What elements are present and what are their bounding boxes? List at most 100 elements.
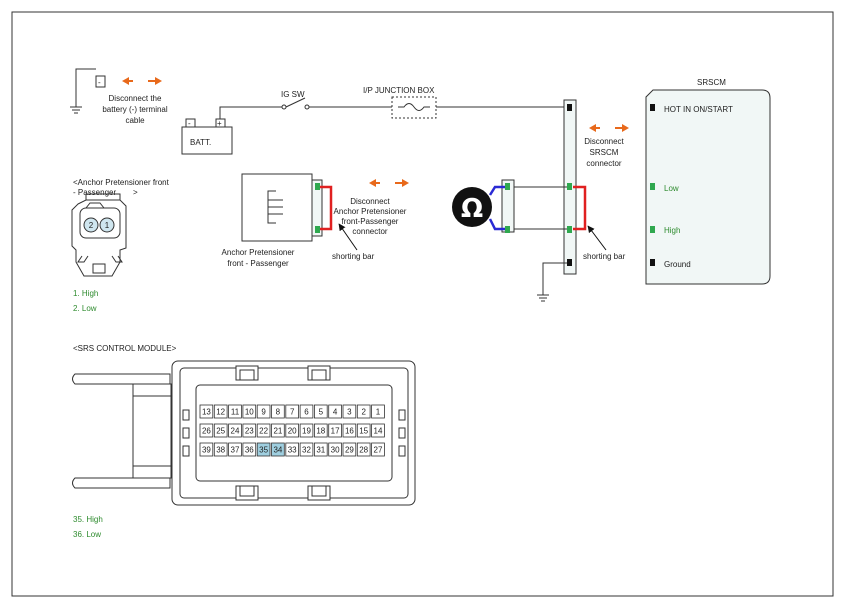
disconnect-battery-arrow <box>122 77 162 85</box>
anchor-connector-title-line3: > <box>133 188 138 197</box>
srs-pin-cell <box>285 442 299 457</box>
srs-pin-cell <box>328 404 342 419</box>
srs-pin-label: 30 <box>331 446 340 455</box>
srs-pin-label: 1 <box>376 408 381 417</box>
srscm-shorting-bar-pointer <box>587 225 607 251</box>
srs-pin-cell <box>213 423 228 438</box>
srs-pin-cell <box>228 442 242 457</box>
srs-pin-label: 21 <box>273 427 282 436</box>
srs-pin-cell <box>371 442 385 457</box>
srs-pin-label: 14 <box>374 427 383 436</box>
disconnect-anchor-arrow <box>369 179 409 187</box>
srs-pin-cell <box>213 404 228 419</box>
srs-pin-label: 8 <box>276 408 281 417</box>
srs-pin-cell <box>228 404 242 419</box>
srs-pin-label: 3 <box>347 408 352 417</box>
srs-pin-label: 10 <box>245 408 254 417</box>
disconnect-battery-line3: cable <box>125 116 145 125</box>
srs-pin-cell <box>299 423 314 438</box>
batt-pos-sign: + <box>217 119 222 128</box>
srs-pin-cell <box>271 442 285 457</box>
srs-pin-label: 19 <box>302 427 311 436</box>
srs-pin-label: 13 <box>202 408 211 417</box>
disconnect-anchor-line1: Disconnect <box>350 197 390 206</box>
ohm-symbol: Ω <box>461 194 483 224</box>
srs-pin-label: 11 <box>231 408 240 417</box>
anchor-pin-2: 2 <box>89 221 94 230</box>
srs-pin-cell <box>371 404 385 419</box>
disconnect-srscm-arrow <box>589 124 629 132</box>
srs-pin-label: 22 <box>259 427 268 436</box>
supply-wire <box>219 97 568 119</box>
disconnect-battery-line1: Disconnect the <box>109 94 162 103</box>
srs-pin-cell <box>199 404 214 419</box>
batt-neg-sign: - <box>188 119 191 128</box>
srscm-pin-high: High <box>664 226 680 235</box>
srs-pin-cell <box>313 442 328 457</box>
anchor-note-2: 2. Low <box>73 304 97 313</box>
srs-pin-label: 36 <box>245 446 254 455</box>
anchor-connector-face: 2 1 <box>71 193 127 277</box>
srs-pin-cell <box>256 404 271 419</box>
srs-pin-label: 20 <box>288 427 297 436</box>
srs-pin-label: 24 <box>231 427 240 436</box>
srs-pin-label: 38 <box>216 446 225 455</box>
srs-pin-cell <box>242 442 257 457</box>
srs-pin-label: 4 <box>333 408 338 417</box>
anchor-connector-title-line1: <Anchor Pretensioner front <box>73 178 170 187</box>
srs-pin-cell <box>313 404 328 419</box>
anchor-note-1: 1. High <box>73 289 98 298</box>
srscm-pin-hot: HOT IN ON/START <box>664 105 733 114</box>
srs-pin-label: 35 <box>259 446 268 455</box>
test-lead-connector <box>488 179 567 233</box>
srscm-shorting-bar <box>573 185 587 231</box>
srs-pin-label: 12 <box>216 408 225 417</box>
srs-pin-label: 28 <box>359 446 368 455</box>
disconnect-srscm-line2: SRSCM <box>590 148 619 157</box>
anchor-component-line2: front - Passenger <box>227 259 289 268</box>
srs-pin-label: 16 <box>345 427 354 436</box>
srs-pin-label: 34 <box>273 446 282 455</box>
ig-sw-label: IG SW <box>281 90 305 99</box>
terminal-neg-sign: - <box>98 78 101 87</box>
srs-pin-cell <box>342 404 357 419</box>
srs-pin-label: 9 <box>261 408 266 417</box>
srs-pin-cell <box>228 423 242 438</box>
srs-pin-label: 18 <box>316 427 325 436</box>
batt-label: BATT. <box>190 138 211 147</box>
srs-pin-label: 15 <box>359 427 368 436</box>
srs-pin-cell <box>328 423 342 438</box>
disconnect-anchor-line2: Anchor Pretensioner <box>334 207 407 216</box>
srs-pin-cell <box>285 404 299 419</box>
srs-pin-cell <box>356 423 371 438</box>
ip-junction-box <box>391 96 437 119</box>
srs-pin-cell <box>342 423 357 438</box>
srs-pin-label: 31 <box>316 446 325 455</box>
srs-pin-label: 29 <box>345 446 354 455</box>
srs-pin-cell <box>371 423 385 438</box>
srs-pin-cell <box>242 423 257 438</box>
srs-pin-cell <box>285 423 299 438</box>
disconnect-srscm-line3: connector <box>586 159 621 168</box>
shorting-bar-label-1: shorting bar <box>332 252 375 261</box>
anchor-connector-title-line2: - Passenger <box>73 188 116 197</box>
disconnect-anchor-line4: connector <box>352 227 387 236</box>
srs-note-2: 36. Low <box>73 530 101 539</box>
ohmmeter: Ω <box>452 187 492 227</box>
srs-pin-label: 37 <box>231 446 240 455</box>
srs-pin-label: 17 <box>331 427 340 436</box>
srs-pin-cell <box>256 423 271 438</box>
srs-pin-label: 2 <box>361 408 366 417</box>
disconnect-srscm-line1: Disconnect <box>584 137 624 146</box>
disconnect-anchor-line3: front-Passenger <box>342 217 399 226</box>
srs-pin-label: 5 <box>319 408 324 417</box>
srs-pin-cell <box>213 442 228 457</box>
srs-pin-label: 7 <box>290 408 295 417</box>
battery: - + BATT. <box>181 118 233 155</box>
srs-pin-label: 6 <box>304 408 309 417</box>
srs-pin-cell <box>299 404 314 419</box>
srs-pin-cell <box>271 423 285 438</box>
srs-module-title: <SRS CONTROL MODULE> <box>73 344 177 353</box>
srscm-pin-ground: Ground <box>664 260 691 269</box>
